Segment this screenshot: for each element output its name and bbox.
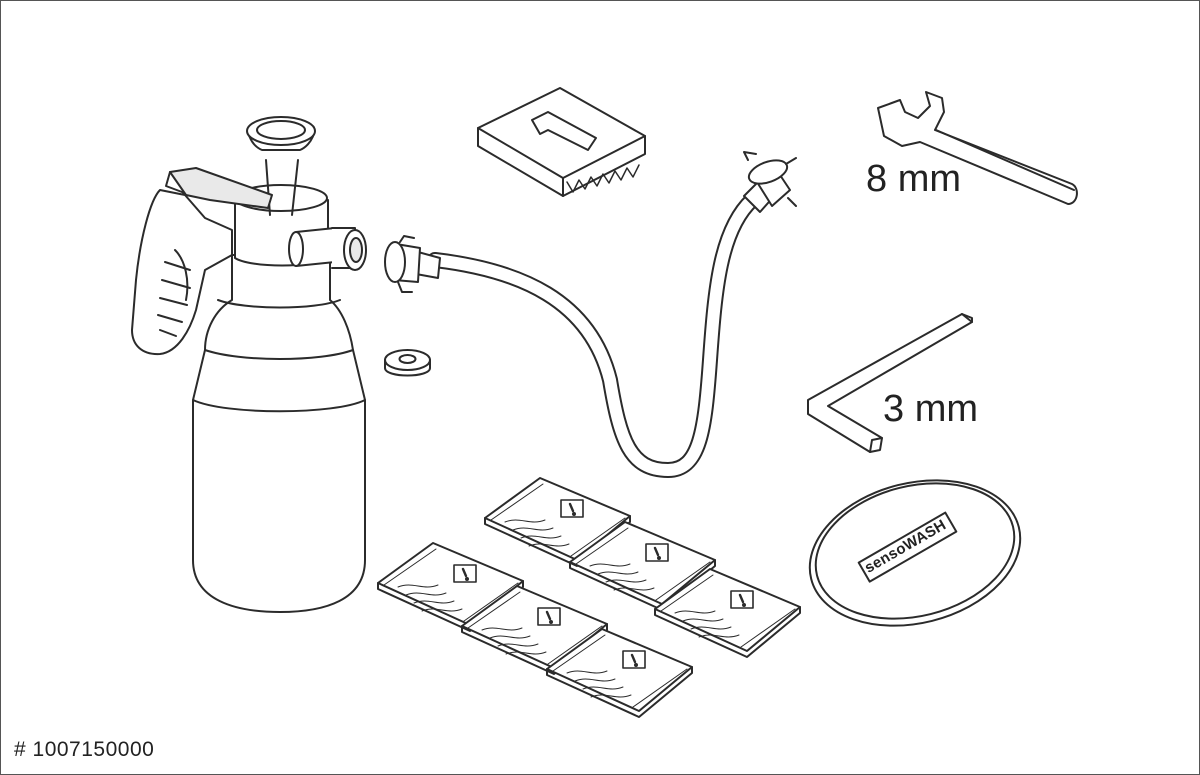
hose-assembly	[384, 151, 797, 478]
hex-key-size-label: 3 mm	[883, 388, 978, 430]
warning-icon	[560, 499, 584, 518]
wrench-size-label: 8 mm	[866, 158, 961, 200]
washer-ring	[384, 349, 431, 377]
sachet	[461, 585, 608, 675]
warning-icon	[645, 543, 669, 562]
wrench-8mm	[877, 91, 1078, 205]
sachet	[377, 542, 524, 632]
sensowash-disc	[808, 479, 1022, 627]
sachet	[569, 521, 716, 611]
foam-pad	[477, 87, 646, 197]
warning-icon	[730, 590, 754, 609]
sachet-group	[377, 477, 801, 718]
spray-bottle	[131, 116, 367, 613]
warning-icon	[453, 564, 477, 583]
hex-key-3mm	[807, 313, 973, 453]
warning-icon	[622, 650, 646, 669]
disc-brand-label	[857, 511, 958, 583]
sachet	[546, 628, 693, 718]
sachet	[484, 477, 631, 567]
warning-icon	[537, 607, 561, 626]
sachet	[654, 568, 801, 658]
part-number: # 1007150000	[14, 738, 155, 761]
